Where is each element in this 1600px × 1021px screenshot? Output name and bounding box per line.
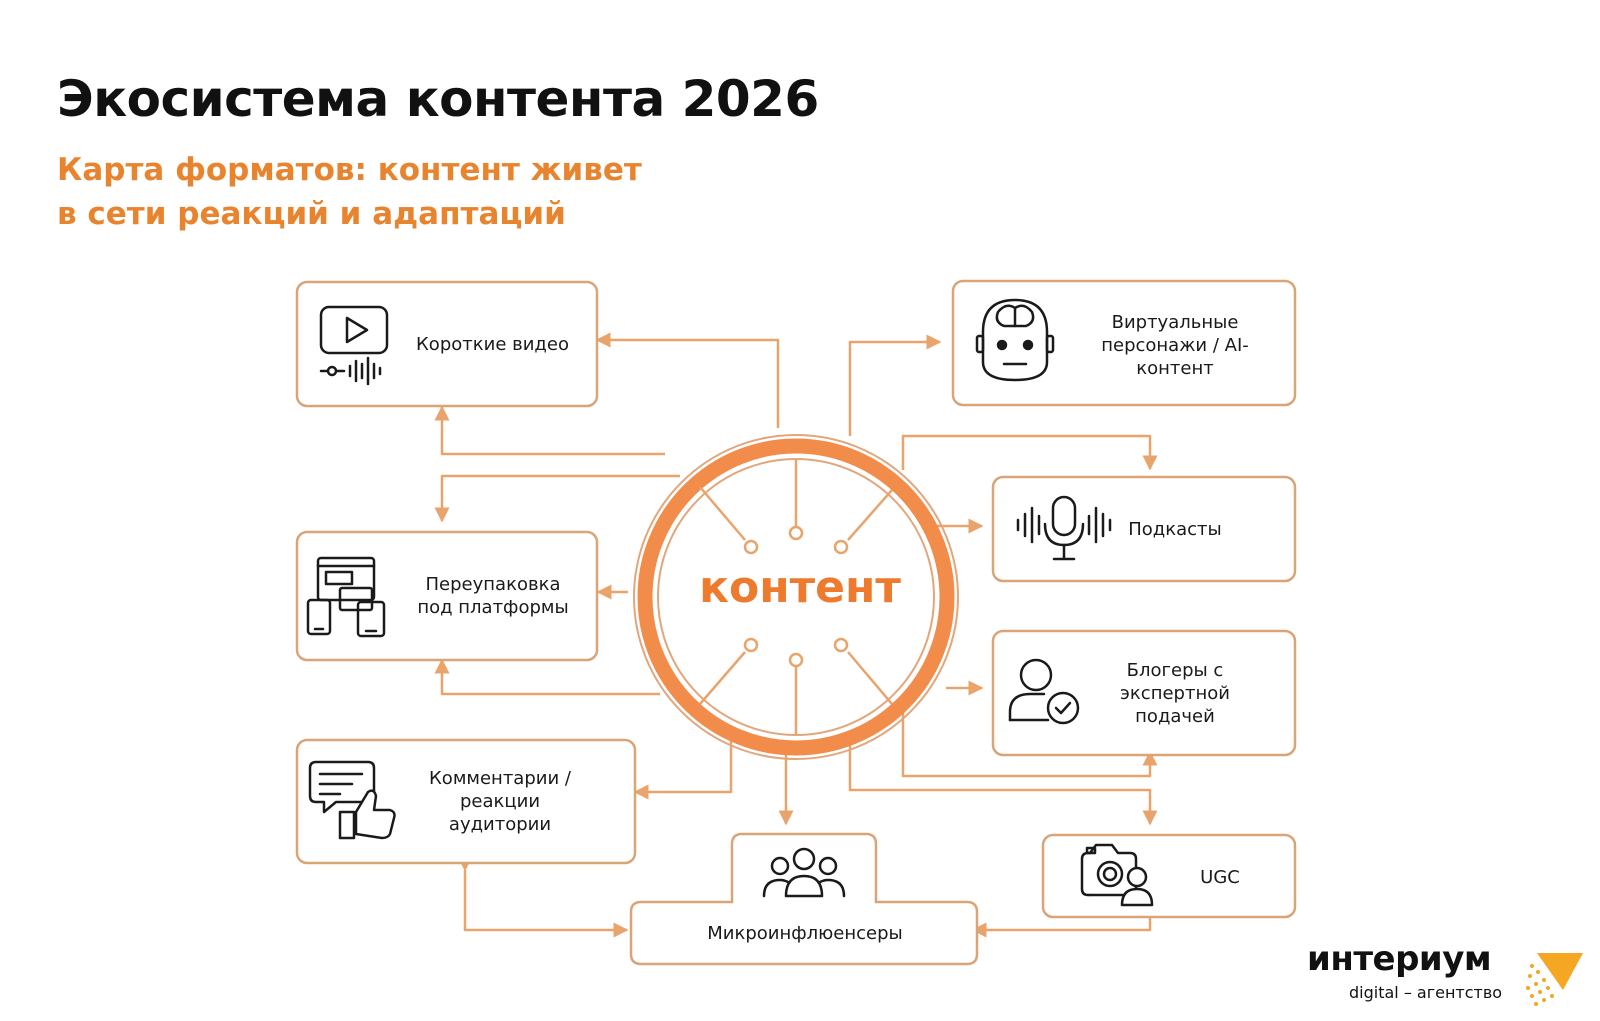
label-bloggers: Блогеры с экспертной подачей — [1090, 656, 1260, 730]
connector-podcasts-top — [901, 434, 1158, 471]
label-line: реакции — [459, 790, 541, 812]
label-line: подачей — [1135, 705, 1215, 727]
center-node — [633, 434, 959, 760]
connector-repack-top — [434, 474, 680, 523]
circuit-nodes — [743, 525, 849, 668]
label-line: экспертной — [1120, 682, 1230, 704]
label-line: Виртуальные — [1111, 311, 1239, 333]
label-virtual: Виртуальные персонажи / AI- контент — [1075, 307, 1275, 383]
subtitle-line-1: Карта форматов: контент живет — [57, 152, 642, 188]
logo-tagline: digital – агентство — [1349, 983, 1503, 1002]
microphone-icon — [1016, 495, 1112, 561]
center-ring — [637, 438, 955, 756]
page-subtitle: Карта форматов: контент живет в сети реа… — [57, 148, 957, 236]
boxes — [295, 279, 1297, 966]
video-play-icon — [319, 305, 389, 386]
connector-bloggers-bottom — [901, 708, 1158, 778]
center-label: контент — [699, 562, 901, 613]
box-podcasts — [991, 475, 1297, 583]
connector-short-video-bottom — [434, 405, 665, 456]
label-line: UGC — [1200, 866, 1240, 888]
label-line: Блогеры с — [1126, 659, 1224, 681]
logo-wordmark: интериум — [1307, 939, 1492, 979]
box-short-video — [295, 280, 599, 408]
camera-user-icon — [1080, 843, 1154, 907]
box-virtual — [951, 279, 1297, 407]
connector-repack-bottom — [434, 658, 660, 696]
label-line: Комментарии / — [429, 767, 571, 789]
connectors — [434, 332, 1158, 938]
connector-ugc — [848, 742, 1158, 826]
label-line: персонажи / AI- — [1101, 334, 1249, 356]
multi-device-icon — [306, 556, 386, 638]
logo-mark — [1526, 953, 1583, 1006]
verified-user-icon — [1008, 658, 1080, 725]
label-line: Микроинфлюенсеры — [707, 922, 903, 944]
connector-short-video-top — [595, 332, 780, 428]
connector-comments — [633, 735, 733, 800]
group-icon — [762, 847, 846, 898]
box-micro — [629, 832, 979, 966]
chat-like-icon — [308, 760, 396, 840]
label-line: аудитории — [448, 813, 552, 835]
label-short-video: Короткие видео — [400, 322, 585, 366]
connector-comments-micro — [457, 856, 629, 938]
label-repack: Переупаковка под платформы — [393, 570, 593, 622]
label-podcasts: Подкасты — [1110, 512, 1240, 546]
label-line: контент — [1136, 357, 1214, 379]
label-ugc: UGC — [1170, 862, 1270, 892]
box-ugc — [1041, 833, 1297, 919]
page-title: Экосистема контента 2026 — [57, 70, 819, 128]
label-line: Короткие видео — [416, 333, 569, 355]
box-repack — [295, 530, 599, 662]
connector-virtual — [848, 334, 942, 436]
label-micro: Микроинфлюенсеры — [650, 916, 960, 950]
label-comments: Комментарии / реакции аудитории — [405, 764, 595, 838]
label-line: Подкасты — [1128, 518, 1222, 540]
center-ring-outer — [633, 434, 959, 760]
subtitle-line-2: в сети реакций и адаптаций — [57, 196, 566, 232]
label-line: под платформы — [417, 597, 569, 618]
box-bloggers — [991, 629, 1297, 757]
brand-logo: интериум digital – агентство — [1307, 939, 1587, 1005]
label-line: Переупаковка — [425, 574, 561, 595]
circuit-lines — [699, 460, 893, 735]
robot-head-icon — [975, 298, 1055, 382]
